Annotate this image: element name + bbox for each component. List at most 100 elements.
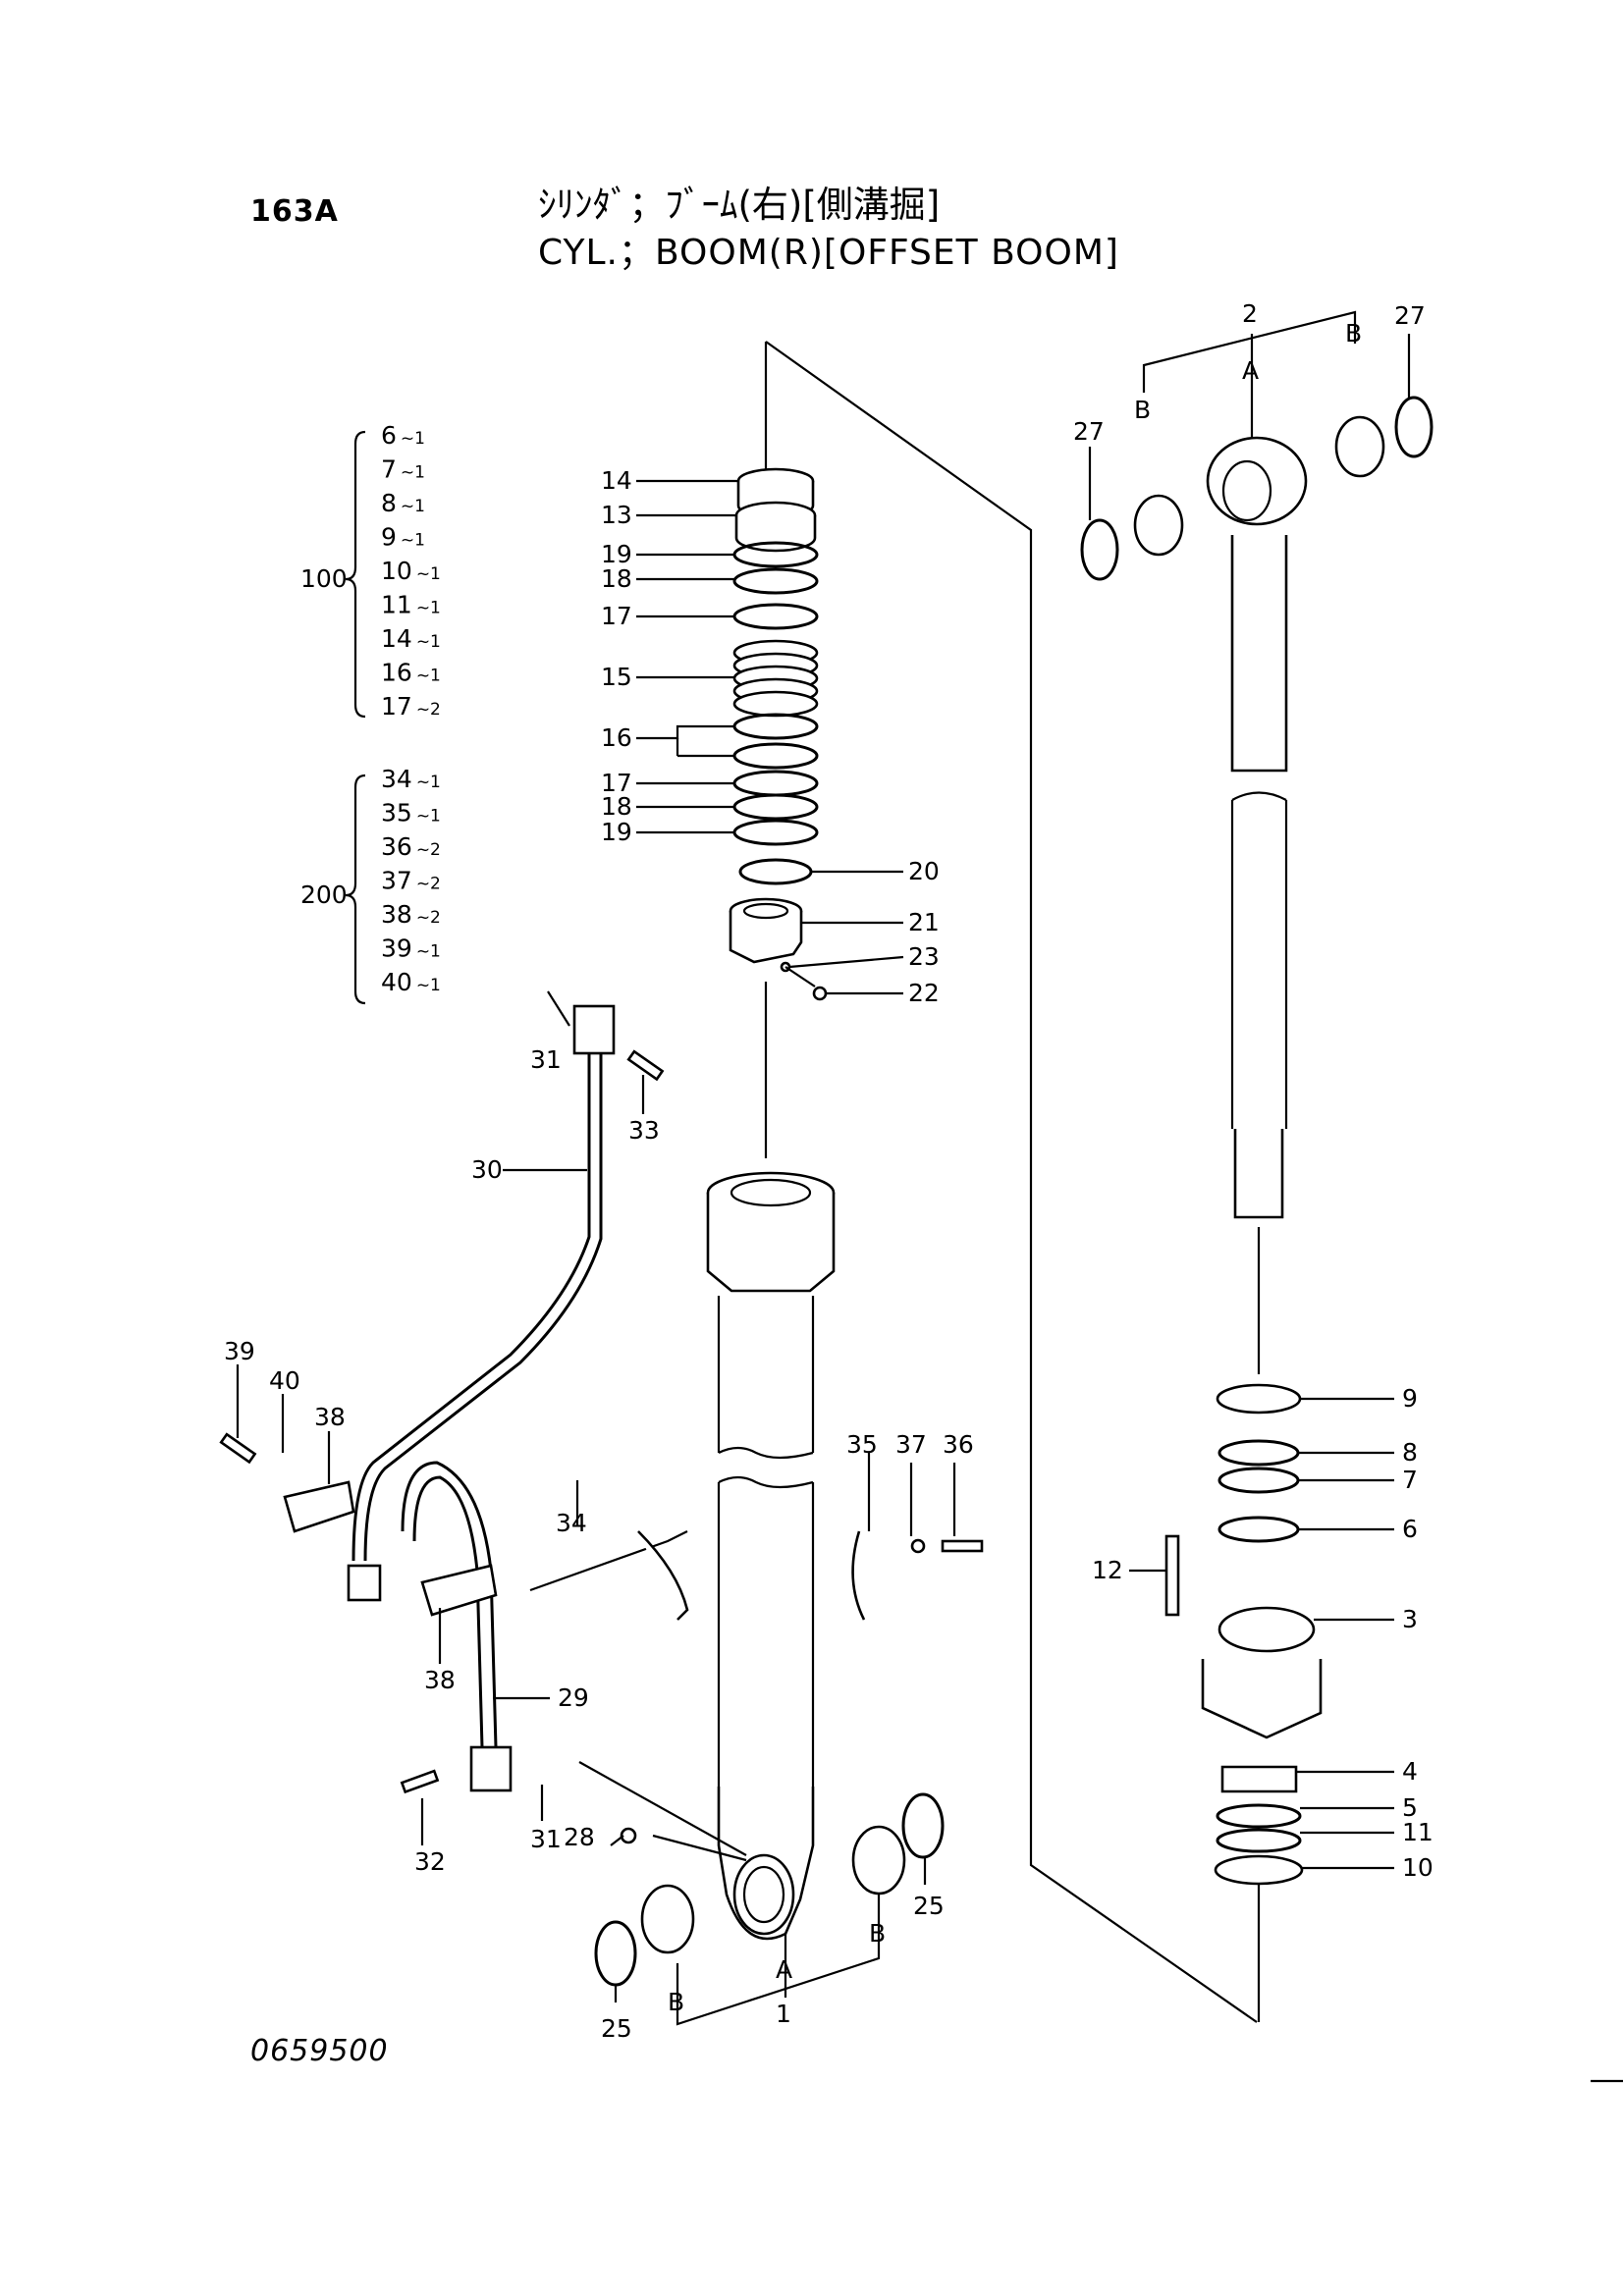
callout-17b: 17 [601, 769, 632, 797]
title-english: CYL.；BOOM(R)[OFFSET BOOM] [538, 233, 1119, 273]
kit-item-qty: ~1 [416, 599, 441, 618]
kit-item-qty: ~1 [401, 463, 425, 483]
callout-33: 33 [628, 1116, 660, 1145]
callout-14: 14 [601, 466, 632, 495]
callout-32: 32 [414, 1847, 446, 1876]
kit-item-qty: ~1 [416, 807, 441, 827]
callout-17: 17 [601, 602, 632, 630]
kit-200-item: 35~1 [381, 799, 441, 828]
callout-38b: 38 [424, 1666, 456, 1694]
callout-22: 22 [908, 979, 940, 1007]
kit-item-qty: ~1 [416, 632, 441, 652]
callout-28: 28 [564, 1823, 595, 1851]
kit-item-part: 7 [381, 455, 397, 484]
callout-29: 29 [558, 1683, 589, 1712]
callout-6: 6 [1402, 1515, 1418, 1543]
kit-item-qty: ~1 [416, 667, 441, 686]
kit-item-qty: ~1 [416, 976, 441, 995]
kit-item-part: 40 [381, 968, 412, 996]
kit-item-part: 16 [381, 659, 412, 687]
kit-item-part: 6 [381, 421, 397, 450]
callout-25a: 25 [913, 1892, 945, 1920]
kit-items: 6~17~18~19~110~111~114~116~117~234~135~1… [381, 421, 441, 996]
callout-18: 18 [601, 564, 632, 593]
kit-100-item: 16~1 [381, 659, 441, 687]
callout-30: 30 [471, 1155, 503, 1184]
callout-B2b: B [1345, 319, 1362, 347]
callout-25b: 25 [601, 2014, 632, 2043]
kit-item-part: 34 [381, 765, 412, 793]
callout-B1a: B [668, 1988, 684, 2016]
callout-39: 39 [224, 1337, 255, 1365]
kit-100-bracket: 100 [300, 430, 366, 719]
leaders [236, 310, 1623, 2083]
callout-B1b: B [869, 1919, 886, 1948]
kit-200-item: 38~2 [381, 900, 441, 929]
callout-40: 40 [269, 1366, 300, 1395]
kit-item-part: 14 [381, 624, 412, 653]
kit-item-part: 10 [381, 557, 412, 585]
drawing-number: 0659500 [250, 2034, 389, 2068]
callout-36: 36 [943, 1430, 974, 1459]
kit-item-part: 38 [381, 900, 412, 929]
cylinder-tube [594, 1171, 945, 1987]
kit-item-part: 17 [381, 692, 412, 721]
kit-200-item: 39~1 [381, 934, 441, 963]
callout-1: 1 [776, 2000, 791, 2028]
callout-31b: 31 [530, 1825, 562, 1853]
callout-B2a: B [1134, 396, 1151, 424]
kit-item-part: 36 [381, 832, 412, 861]
callout-34: 34 [556, 1509, 587, 1537]
callout-38: 38 [314, 1403, 346, 1431]
callout-2: 2 [1242, 299, 1258, 328]
callout-A1: A [776, 1955, 792, 1984]
callout-10: 10 [1402, 1853, 1434, 1882]
callout-7: 7 [1402, 1466, 1418, 1494]
kit-100-id: 100 [300, 564, 348, 593]
kit-item-part: 8 [381, 489, 397, 517]
kit-item-part: 9 [381, 523, 397, 552]
kit-item-part: 39 [381, 934, 412, 963]
packing-stack [732, 639, 819, 718]
kit-100-item: 14~1 [381, 624, 441, 653]
callout-9: 9 [1402, 1384, 1418, 1413]
callout-19: 19 [601, 540, 632, 568]
callout-3: 3 [1402, 1605, 1418, 1633]
kit-item-qty: ~1 [401, 531, 425, 551]
kit-item-qty: ~2 [416, 700, 441, 720]
kit-item-qty: ~2 [416, 875, 441, 894]
callout-13: 13 [601, 501, 632, 529]
callout-16: 16 [601, 723, 632, 752]
kit-200-item: 37~2 [381, 867, 441, 895]
callout-35: 35 [846, 1430, 878, 1459]
callout-12: 12 [1092, 1556, 1123, 1584]
page-code: 163A [250, 194, 339, 229]
piston-rod [765, 341, 1434, 2023]
callout-11: 11 [1402, 1818, 1434, 1846]
callout-37: 37 [895, 1430, 927, 1459]
kit-item-qty: ~2 [416, 908, 441, 928]
callout-19b: 19 [601, 818, 632, 846]
kit-item-qty: ~1 [416, 773, 441, 792]
kit-item-qty: ~1 [416, 942, 441, 962]
callout-31: 31 [530, 1045, 562, 1074]
kit-item-qty: ~2 [416, 840, 441, 860]
callout-4: 4 [1402, 1757, 1418, 1786]
kit-100-item: 17~2 [381, 692, 441, 721]
kit-200-id: 200 [300, 881, 348, 909]
kit-item-part: 35 [381, 799, 412, 828]
kit-item-part: 37 [381, 867, 412, 895]
callout-20: 20 [908, 857, 940, 885]
kit-200-item: 34~1 [381, 765, 441, 793]
callout-18b: 18 [601, 792, 632, 821]
callout-15: 15 [601, 663, 632, 691]
kit-200-bracket: 200 [300, 774, 366, 1005]
gland-assembly [729, 342, 828, 1158]
callout-27b: 27 [1394, 301, 1426, 330]
callout-27a: 27 [1073, 417, 1105, 446]
kit-100-item: 8~1 [381, 489, 425, 517]
kit-item-qty: ~1 [401, 429, 425, 449]
callout-A2: A [1242, 356, 1259, 385]
